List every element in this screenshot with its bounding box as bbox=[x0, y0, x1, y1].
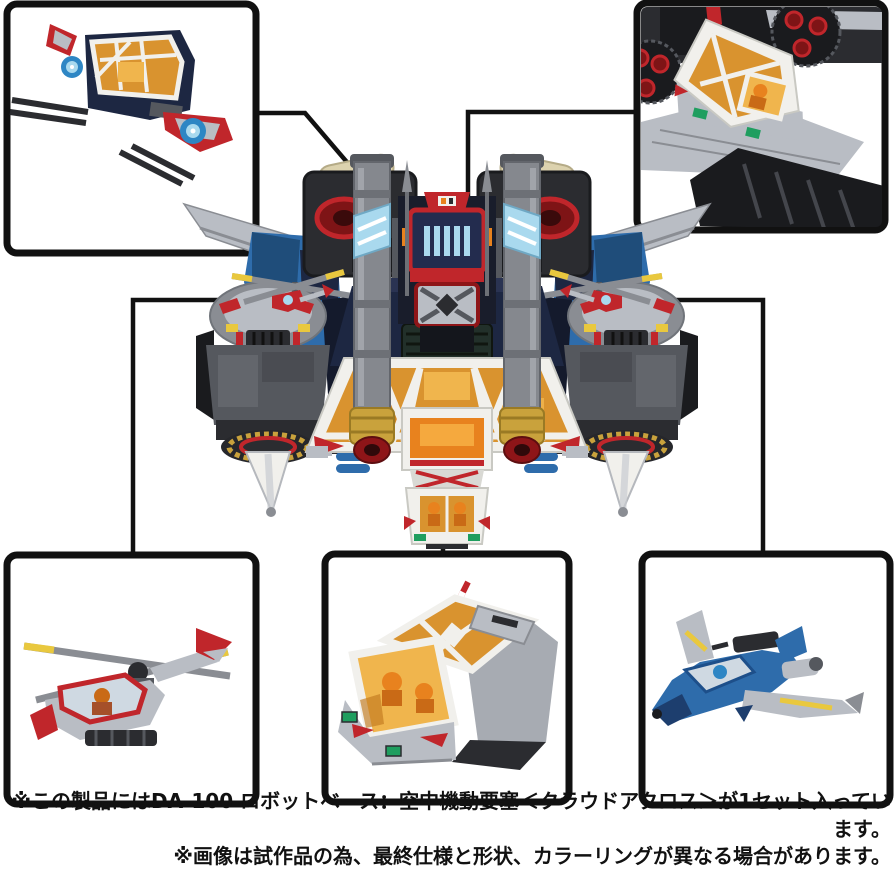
connector-line-bottom-right bbox=[642, 297, 766, 557]
footnotes: ※この製品にはDA-100 ロボットベース：空中機動要塞＜クラウドアクロス＞が1… bbox=[0, 788, 891, 871]
callout-box-bottom-left bbox=[3, 551, 260, 808]
fortress-head bbox=[398, 192, 496, 352]
fortress-nose-shuttle bbox=[404, 470, 490, 549]
callout-box-bottom-right bbox=[638, 550, 894, 809]
connector-line-top-right bbox=[465, 109, 637, 215]
antenna-masts bbox=[402, 160, 492, 296]
jet-thumbnail bbox=[652, 610, 864, 726]
callout-box-top-right bbox=[633, 0, 889, 234]
scout-flyer-thumbnail bbox=[9, 24, 233, 187]
callout-box-top-left bbox=[3, 0, 260, 257]
cargo-ramp-closeup-thumbnail bbox=[641, 7, 882, 227]
main-product-photo bbox=[184, 152, 710, 549]
callout-box-bottom-center bbox=[321, 550, 573, 806]
footnote-prototype-disclaimer: ※画像は試作品の為、最終仕様と形状、カラーリングが異なる場合があります。 bbox=[173, 844, 891, 869]
footnote-product-contents: ※この製品にはDA-100 ロボットベース：空中機動要塞＜クラウドアクロス＞が1… bbox=[11, 789, 891, 841]
helicopter-thumbnail bbox=[23, 628, 232, 746]
shuttle-thumbnail bbox=[338, 580, 558, 770]
